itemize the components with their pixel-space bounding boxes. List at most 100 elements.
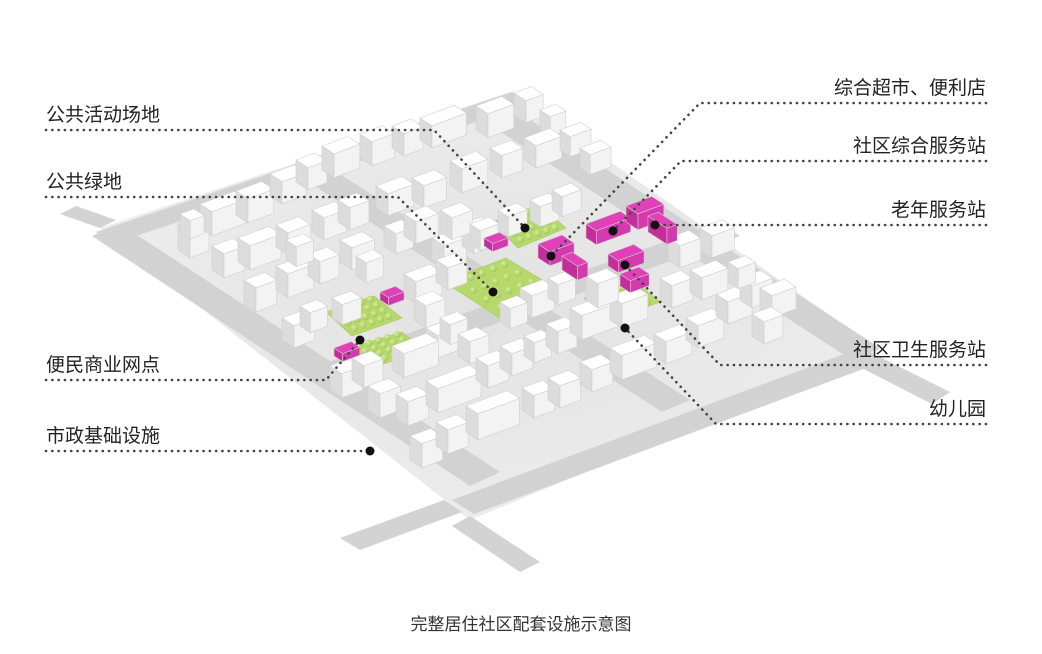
- building-53: [609, 286, 649, 329]
- building-62: [547, 369, 582, 409]
- tree-icon: [385, 346, 393, 354]
- building-71-roof: [727, 255, 757, 270]
- residential-buildings: [177, 86, 797, 469]
- building-40: [391, 332, 440, 379]
- building-73-roof: [751, 306, 784, 323]
- building-81-roof: [355, 249, 385, 264]
- tree-icon: [389, 338, 397, 346]
- tree-icon: [480, 282, 488, 290]
- tree-icon: [364, 304, 372, 312]
- tree-icon: [359, 321, 367, 329]
- building-6: [321, 136, 361, 179]
- building-21: [489, 139, 524, 179]
- leader-lines: [44, 101, 988, 453]
- building-77: [551, 182, 582, 218]
- dot-convenience-shops: [355, 335, 365, 345]
- tree-icon: [467, 273, 475, 281]
- building-22: [523, 128, 563, 169]
- tree-icon: [379, 307, 387, 315]
- label-supermarket: 综合超市、便利店: [834, 77, 986, 99]
- leader-health-station: [623, 263, 988, 367]
- building-82-roof: [285, 233, 315, 248]
- building-25: [243, 271, 278, 313]
- tree-icon: [375, 349, 384, 357]
- tree-icon: [492, 277, 500, 286]
- dot-kindergarten: [620, 323, 630, 333]
- label-elderly-service: 老年服务站: [891, 199, 986, 221]
- label-public-activity: 公共活动场地: [46, 104, 160, 126]
- building-80-roof: [497, 202, 528, 218]
- tree-icon: [365, 339, 373, 347]
- building-45: [367, 377, 402, 419]
- facility-shop-west-1: [333, 341, 361, 363]
- building-37-roof: [435, 252, 468, 269]
- leader-community-service: [611, 159, 988, 233]
- facility-health-station-roof: [607, 244, 645, 262]
- building-77-roof: [551, 182, 582, 198]
- building-12-roof: [539, 103, 567, 118]
- building-54-roof: [585, 267, 620, 285]
- leader-kindergarten: [623, 326, 988, 426]
- facility-shop-north-roof: [483, 231, 509, 244]
- tree-icon: [368, 318, 376, 326]
- tree-icon: [527, 223, 536, 231]
- building-34: [299, 299, 329, 334]
- tree-icon: [478, 269, 486, 277]
- building-23-roof: [559, 121, 592, 138]
- building-35-roof: [331, 290, 362, 306]
- facility-shop-north: [483, 231, 509, 253]
- building-9: [419, 104, 468, 149]
- facility-shop-west-2: [379, 285, 405, 307]
- facility-shop-west-2-roof: [379, 285, 405, 298]
- building-27-roof: [307, 246, 340, 263]
- building-19: [411, 169, 448, 209]
- tree-icon: [361, 312, 369, 320]
- building-66: [685, 308, 725, 349]
- tree-icon: [505, 286, 513, 294]
- label-kindergarten: 幼儿园: [929, 398, 986, 420]
- building-14: [237, 226, 282, 271]
- label-public-green: 公共绿地: [46, 171, 122, 193]
- building-83: [179, 208, 205, 240]
- building-18: [375, 176, 415, 217]
- leader-dots: [355, 220, 660, 456]
- building-64: [609, 334, 658, 381]
- facility-supermarket-wing-roof: [561, 251, 589, 267]
- tree-icon: [370, 310, 378, 318]
- tree-icon: [379, 341, 388, 349]
- building-78-roof: [439, 201, 474, 219]
- building-83-roof: [179, 208, 205, 222]
- building-15-roof: [275, 216, 312, 234]
- facility-supermarket-wing: [561, 251, 589, 281]
- dot-public-activity: [520, 223, 530, 233]
- building-73: [751, 306, 784, 345]
- building-65: [653, 324, 693, 365]
- tree-icon: [366, 295, 374, 303]
- dot-public-green: [488, 287, 498, 297]
- building-47: [425, 364, 482, 414]
- building-9-roof: [419, 104, 468, 127]
- building-35: [331, 290, 362, 326]
- building-82: [285, 233, 315, 268]
- tree-icon: [385, 312, 393, 320]
- building-60: [465, 390, 520, 441]
- building-37: [435, 252, 468, 291]
- building-45-roof: [367, 377, 402, 395]
- building-74-roof: [699, 219, 736, 237]
- building-41-roof: [439, 311, 469, 326]
- building-42-roof: [457, 326, 490, 343]
- label-municipal: 市政基础设施: [46, 425, 160, 447]
- tree-icon: [534, 229, 542, 238]
- tree-icon: [384, 333, 392, 341]
- dot-supermarket: [546, 251, 556, 261]
- facility-supermarket: [537, 234, 575, 267]
- tree-icon: [469, 286, 477, 294]
- tree-icon: [542, 226, 550, 234]
- facility-shop-west-1-roof: [333, 341, 361, 354]
- building-59: [435, 413, 470, 455]
- road-ext-sw: [340, 500, 462, 550]
- building-29: [383, 219, 414, 255]
- building-80: [497, 202, 528, 238]
- building-71: [727, 255, 757, 290]
- leader-public-green: [44, 195, 495, 294]
